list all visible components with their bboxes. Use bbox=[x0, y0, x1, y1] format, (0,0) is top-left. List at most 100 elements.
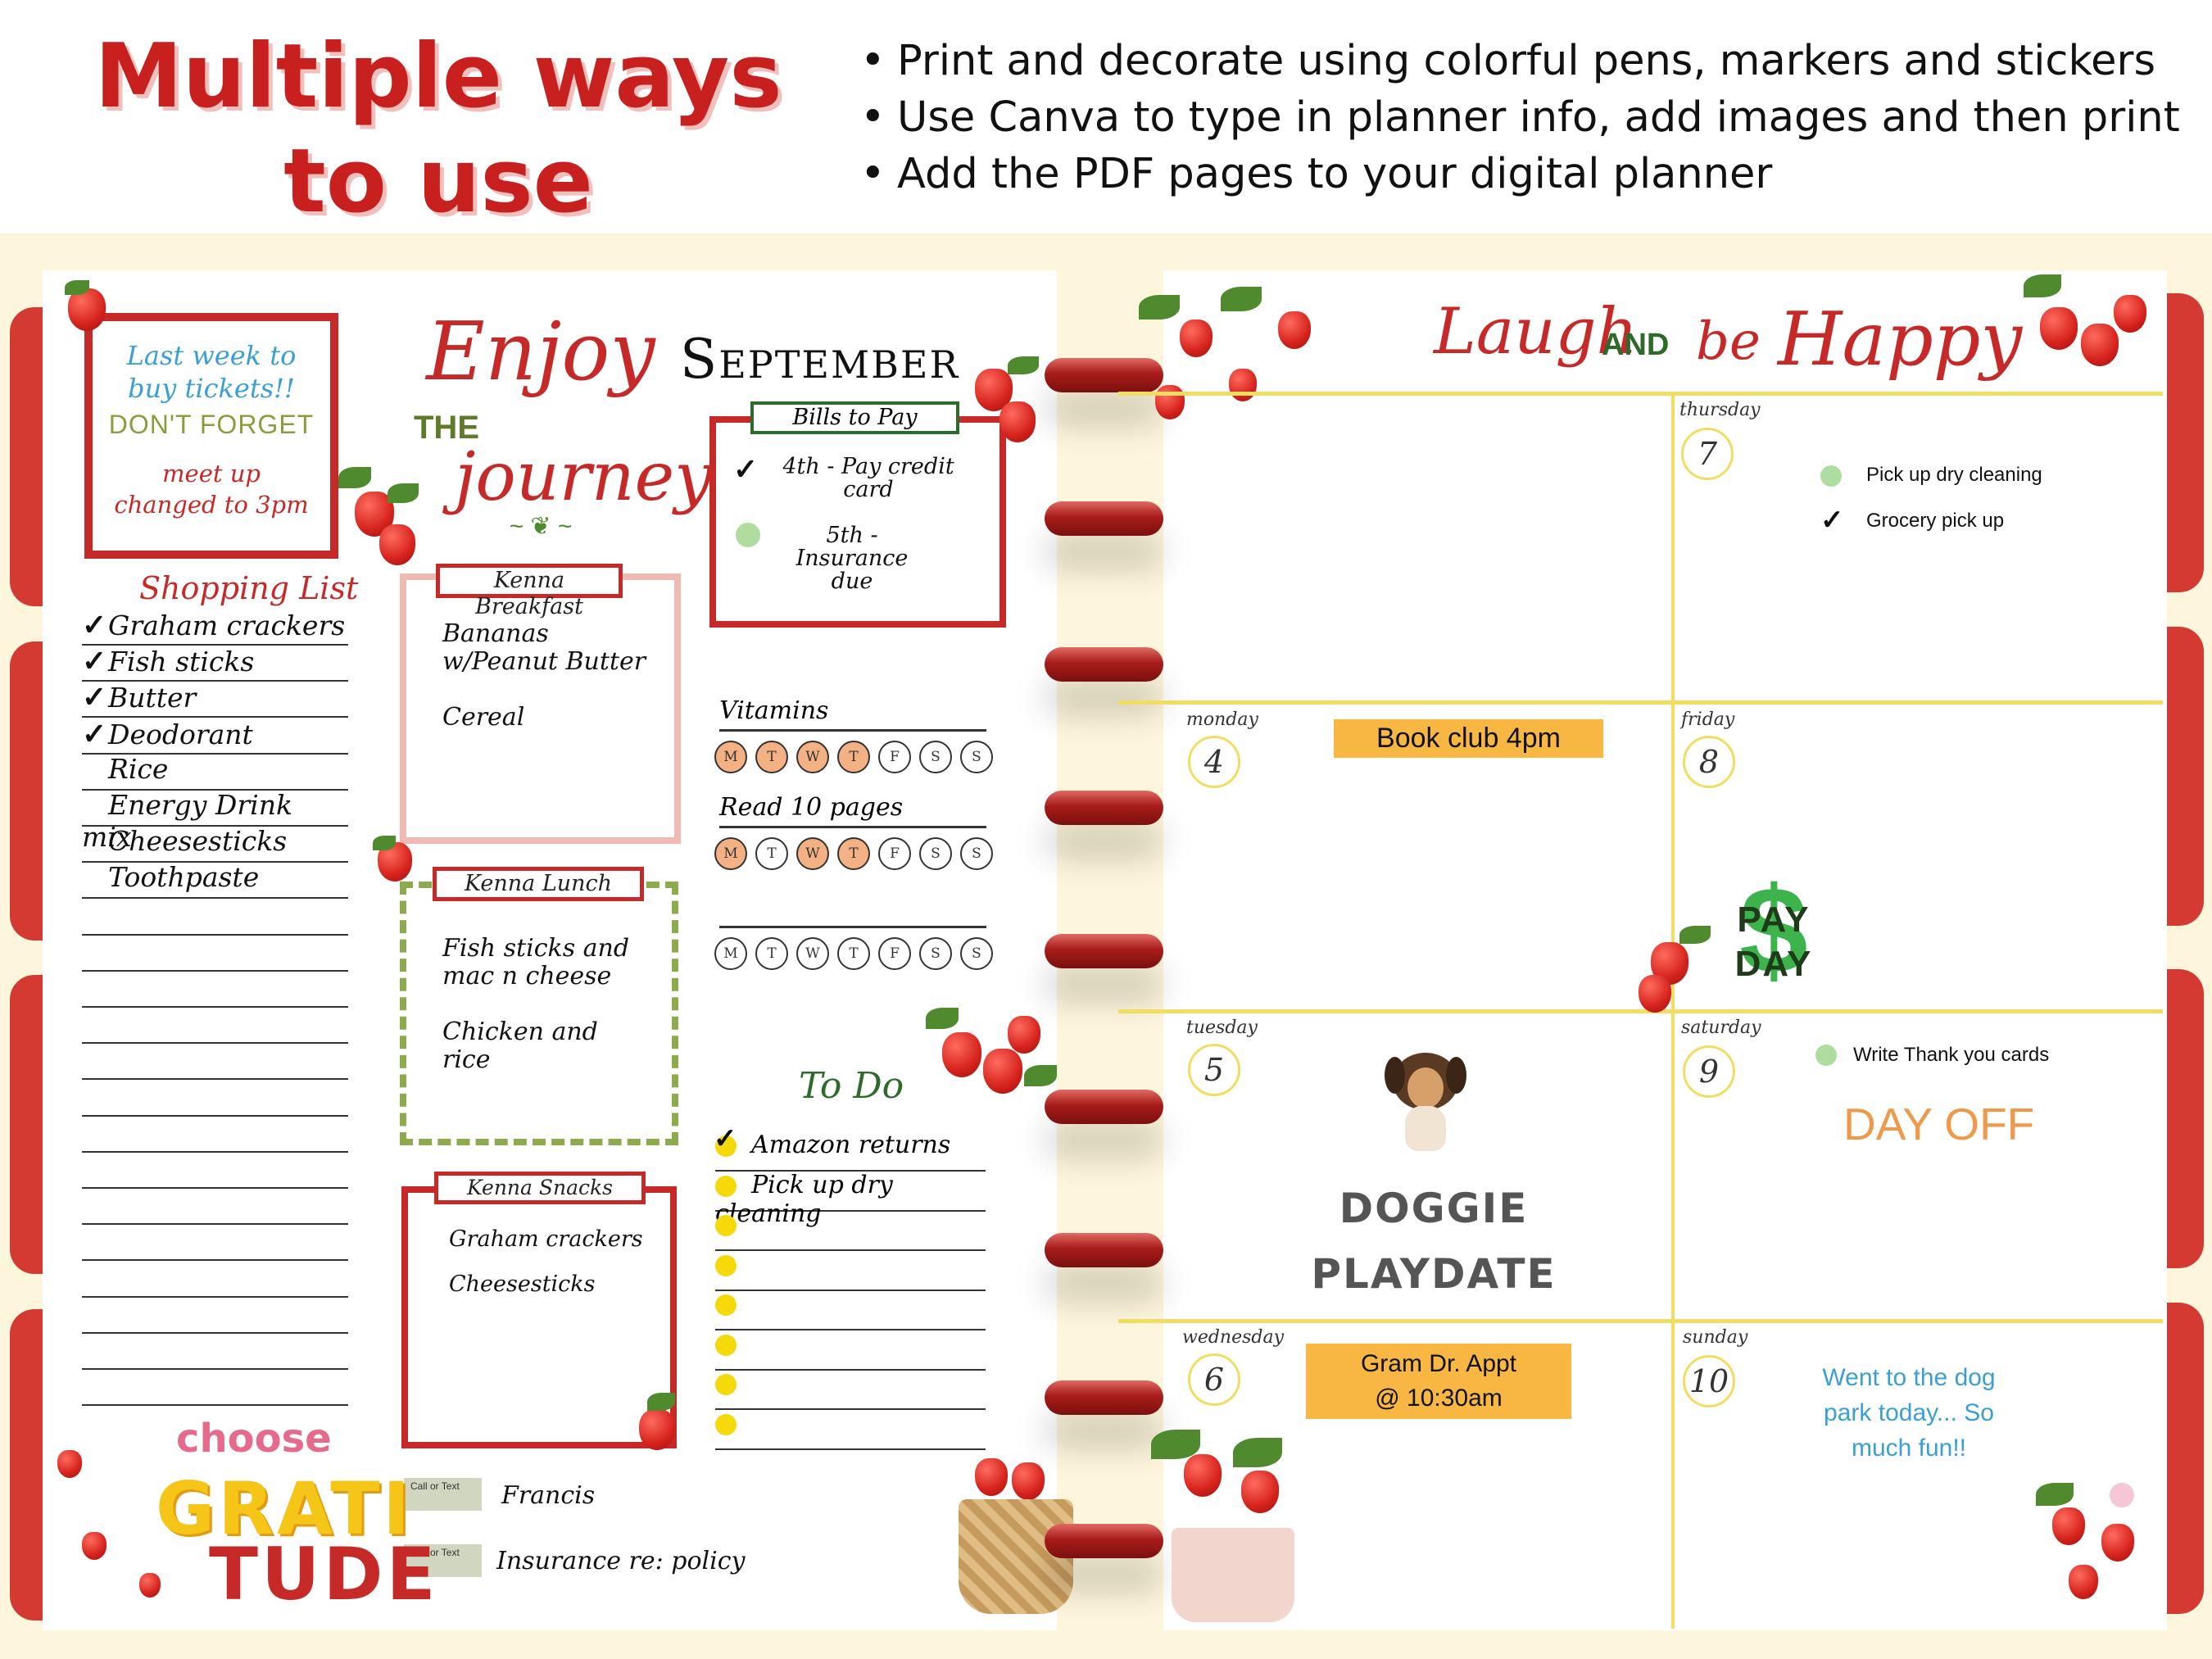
shopping-list-row[interactable]: Energy Drink mix bbox=[82, 789, 348, 853]
shopping-list-row[interactable] bbox=[82, 1223, 348, 1262]
shopping-list-row[interactable] bbox=[82, 934, 348, 972]
usage-list: Print and decorate using colorful pens, … bbox=[860, 33, 2187, 202]
shopping-list-row[interactable] bbox=[82, 970, 348, 1008]
habit-day-bubble[interactable]: M bbox=[714, 937, 747, 970]
shopping-list-row[interactable] bbox=[82, 1260, 348, 1298]
shopping-item-label: Energy Drink mix bbox=[82, 789, 292, 853]
shopping-list-row[interactable]: ✓Deodorant bbox=[82, 717, 348, 755]
strawberry-icon bbox=[631, 1393, 688, 1458]
week-grid-line bbox=[1118, 392, 2163, 396]
todo-row[interactable] bbox=[715, 1250, 986, 1291]
shopping-list-row[interactable] bbox=[82, 1115, 348, 1153]
shopping-item-label: Toothpaste bbox=[108, 861, 260, 894]
meal-item: Bananas bbox=[442, 619, 549, 648]
habit-label: Vitamins bbox=[719, 696, 986, 732]
todo-row[interactable] bbox=[715, 1369, 986, 1410]
shopping-list-row[interactable] bbox=[82, 1368, 348, 1407]
week-grid-divider bbox=[1671, 392, 1675, 1629]
shopping-list-row[interactable] bbox=[82, 898, 348, 936]
habit-day-bubble[interactable]: S bbox=[919, 741, 952, 773]
habit-day-bubble[interactable]: F bbox=[878, 937, 911, 970]
day-name: friday bbox=[1681, 709, 1735, 730]
shopping-list-row[interactable]: ✓Fish sticks bbox=[82, 644, 348, 682]
day-name: sunday bbox=[1683, 1327, 1748, 1348]
strawberry-vine-icon bbox=[1122, 279, 1352, 459]
playdate-line: PLAYDATE bbox=[1311, 1250, 1557, 1298]
habit-day-bubble[interactable]: T bbox=[837, 741, 870, 773]
gratitude-line: GRATI bbox=[156, 1466, 414, 1551]
planner-tab[interactable] bbox=[2163, 969, 2204, 1268]
binder-ring bbox=[1045, 1233, 1163, 1267]
todo-row[interactable] bbox=[715, 1409, 986, 1450]
binder-ring bbox=[1045, 791, 1163, 825]
check-icon: ✓ bbox=[82, 608, 107, 642]
banner-word: Laugh bbox=[1434, 295, 1638, 369]
habit-day-bubble[interactable]: S bbox=[919, 837, 952, 870]
habit-day-bubble[interactable]: M bbox=[714, 837, 747, 870]
day-off-note: DAY OFF bbox=[1843, 1099, 2035, 1149]
shopping-item-label: Deodorant bbox=[108, 718, 253, 750]
check-icon: ✓ bbox=[82, 644, 107, 679]
shopping-list-row[interactable]: Cheesesticks bbox=[82, 825, 348, 863]
habit-day-bubble[interactable]: T bbox=[837, 937, 870, 970]
sticky-note: Gram Dr. Appt @ 10:30am bbox=[1306, 1344, 1571, 1419]
day-name: saturday bbox=[1681, 1018, 1761, 1038]
habit-day-bubble[interactable]: W bbox=[796, 937, 829, 970]
banner-word: Happy bbox=[1778, 297, 2023, 383]
shopping-list-row[interactable] bbox=[82, 1296, 348, 1334]
usage-item: Use Canva to type in planner info, add i… bbox=[860, 89, 2187, 146]
bills-box bbox=[709, 416, 1006, 628]
habit-day-bubble[interactable]: S bbox=[919, 937, 952, 970]
call-badge: Call or Text bbox=[404, 1544, 482, 1577]
playdate-line: DOGGIE bbox=[1339, 1185, 1529, 1232]
check-icon: ✓ bbox=[82, 716, 107, 751]
shopping-list-row[interactable]: Toothpaste bbox=[82, 861, 348, 900]
strawberry-cluster-icon bbox=[926, 999, 1065, 1122]
payday-line: PAY bbox=[1737, 900, 1811, 940]
todo-row[interactable] bbox=[715, 1290, 986, 1330]
snack-item: Graham crackers bbox=[449, 1226, 643, 1252]
task-item: Grocery pick up bbox=[1866, 510, 2005, 532]
habit-day-bubble[interactable]: F bbox=[878, 741, 911, 773]
shopping-list-row[interactable]: ✓Graham crackers bbox=[82, 608, 348, 646]
todo-title: To Do bbox=[799, 1065, 904, 1107]
check-icon: ✓ bbox=[733, 452, 759, 486]
day-name: monday bbox=[1186, 709, 1258, 730]
planner-tab[interactable] bbox=[2163, 627, 2204, 926]
shopping-list-row[interactable] bbox=[82, 1042, 348, 1081]
todo-row[interactable] bbox=[715, 1210, 986, 1251]
planner-tab[interactable] bbox=[2163, 293, 2204, 592]
shopping-list-row[interactable]: Rice bbox=[82, 753, 348, 791]
meal-item: mac n cheese bbox=[442, 962, 612, 990]
habit-day-bubble[interactable]: M bbox=[714, 741, 747, 773]
habit-day-bubble[interactable]: S bbox=[960, 937, 993, 970]
strawberry-cluster-icon bbox=[2024, 274, 2163, 397]
meal-item: w/Peanut Butter bbox=[442, 647, 646, 676]
note-line: meet up bbox=[162, 460, 261, 487]
shopping-list-row[interactable] bbox=[82, 1151, 348, 1189]
todo-row[interactable] bbox=[715, 1330, 986, 1371]
shopping-list-row[interactable] bbox=[82, 1187, 348, 1226]
habit-day-bubble[interactable]: F bbox=[878, 837, 911, 870]
habit-day-bubble[interactable]: S bbox=[960, 837, 993, 870]
shopping-list-row[interactable] bbox=[82, 1006, 348, 1045]
habit-day-bubble[interactable]: W bbox=[796, 837, 829, 870]
snacks-label: Kenna Snacks bbox=[434, 1172, 646, 1204]
shopping-list-row[interactable]: ✓Butter bbox=[82, 680, 348, 718]
habit-day-bubble[interactable]: T bbox=[755, 741, 788, 773]
shopping-list-row[interactable] bbox=[82, 1332, 348, 1370]
note-line: Last week to bbox=[126, 340, 297, 371]
status-dot-icon bbox=[1820, 465, 1842, 487]
habit-day-bubble[interactable]: T bbox=[837, 837, 870, 870]
habit-day-bubble[interactable]: W bbox=[796, 741, 829, 773]
meal-item: rice bbox=[442, 1045, 491, 1074]
todo-row[interactable]: ✓Amazon returns bbox=[714, 1122, 986, 1172]
todo-row[interactable]: Pick up dry cleaning bbox=[715, 1171, 986, 1228]
habit-day-bubble[interactable]: T bbox=[755, 837, 788, 870]
dollar-icon: $ bbox=[1739, 861, 1808, 999]
shopping-list-row[interactable] bbox=[82, 1079, 348, 1117]
habit-day-bubble[interactable]: T bbox=[755, 937, 788, 970]
habit-day-bubble[interactable]: S bbox=[960, 741, 993, 773]
planner-tab[interactable] bbox=[2163, 1303, 2204, 1614]
